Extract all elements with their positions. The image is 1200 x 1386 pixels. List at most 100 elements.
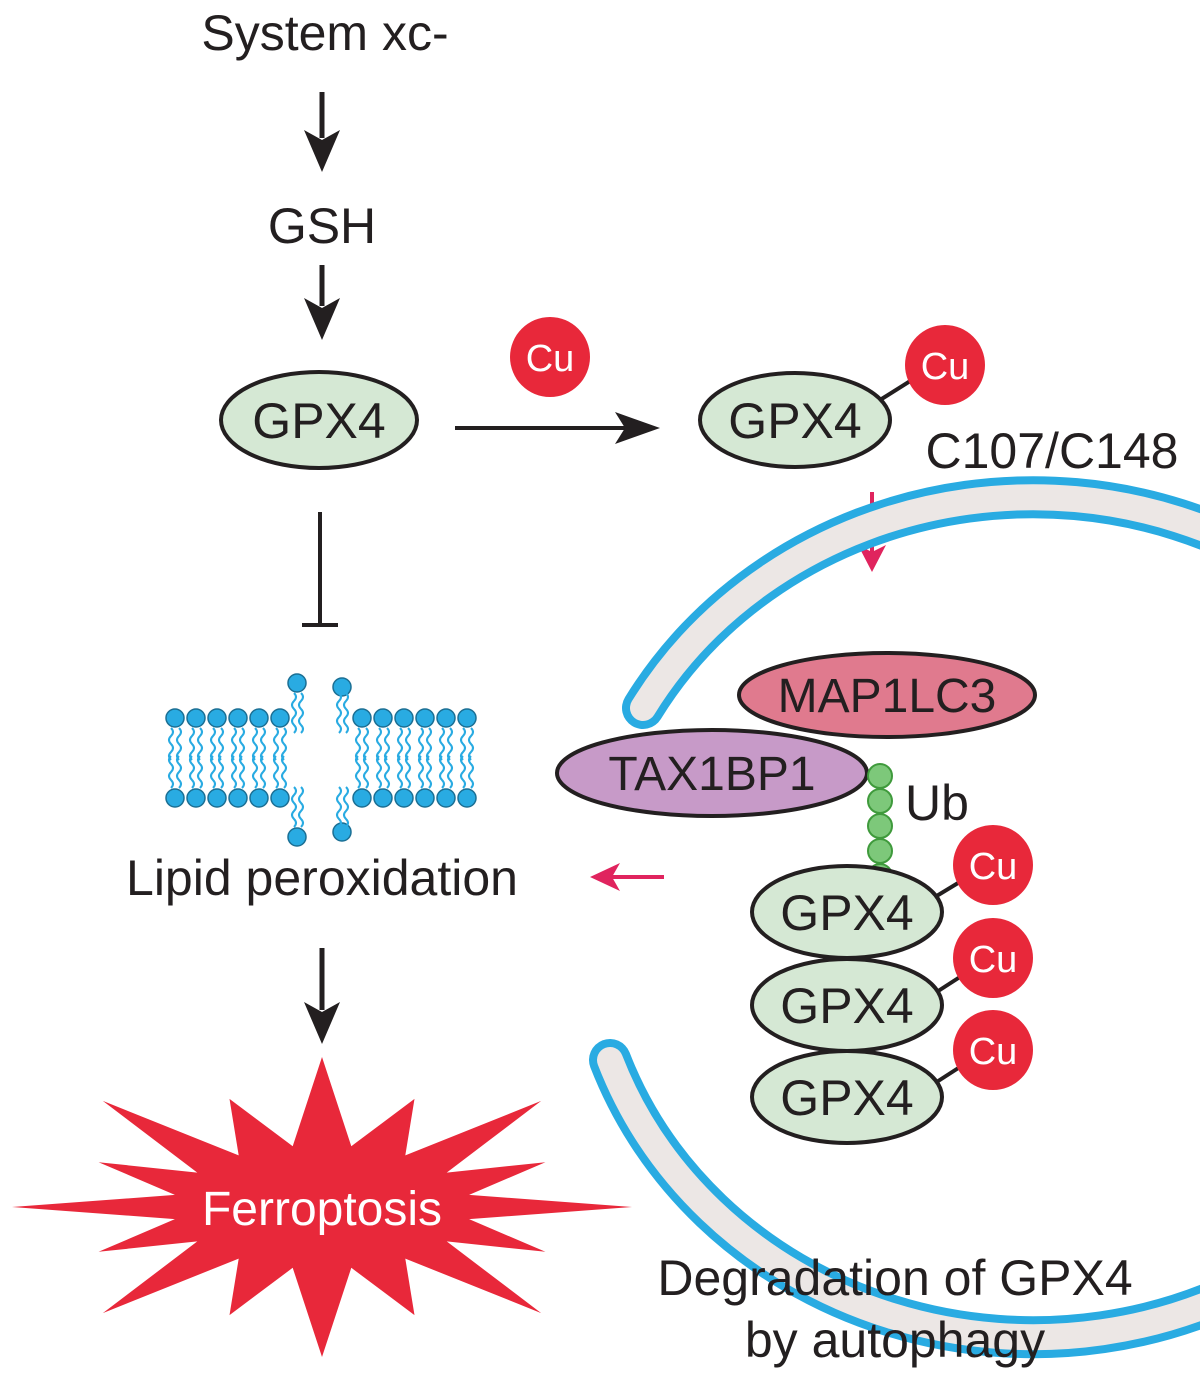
lipid-tail xyxy=(260,755,266,789)
ubiquitin-bead xyxy=(867,813,893,839)
lipid-tail xyxy=(176,755,182,789)
ub-label: Ub xyxy=(905,775,969,831)
lipid-tail xyxy=(168,755,174,789)
cu-free-ion: Cu xyxy=(510,317,590,397)
lipid-head xyxy=(287,827,307,847)
lipid-tail xyxy=(355,755,361,789)
gpx4-stack-item: GPX4 Cu xyxy=(750,1010,1033,1145)
lipid-head xyxy=(270,788,290,808)
lipid-tail xyxy=(210,755,216,789)
lipid-tail xyxy=(343,692,349,734)
lipid-tail xyxy=(336,692,342,734)
gpx4-stack-label: GPX4 xyxy=(780,1070,913,1126)
lipid-head xyxy=(165,788,185,808)
lipid-tail xyxy=(405,755,411,789)
lipid-head xyxy=(373,788,393,808)
lipid-tail xyxy=(291,786,297,828)
lipid-head xyxy=(394,708,414,728)
inhibition-line xyxy=(302,512,338,627)
lipid-tail xyxy=(273,727,279,761)
lipid-head xyxy=(373,708,393,728)
lipid-head xyxy=(228,788,248,808)
lipid-tail xyxy=(197,727,203,761)
ferroptosis-burst: Ferroptosis xyxy=(12,1057,632,1357)
lipid-tail xyxy=(176,727,182,761)
lipid-tail xyxy=(384,755,390,789)
lipid-head xyxy=(436,708,456,728)
ubiquitin-bead xyxy=(867,763,893,789)
lipid-head xyxy=(352,788,372,808)
gpx4-stack: GPX4 Cu GPX4 Cu GPX4 Cu xyxy=(750,825,1033,1145)
lipid-tail xyxy=(231,727,237,761)
lipid-tail xyxy=(231,755,237,789)
gpx4-stack-label: GPX4 xyxy=(780,978,913,1034)
lipid-tail xyxy=(260,727,266,761)
lipid-tail xyxy=(397,727,403,761)
lipid-tail xyxy=(418,727,424,761)
arrow-gsh-to-gpx4 xyxy=(304,265,340,340)
lipid-tail xyxy=(239,755,245,789)
lipid-tail xyxy=(197,755,203,789)
lipid-tail xyxy=(273,755,279,789)
cu-stack-label: Cu xyxy=(969,939,1018,981)
system-xc-label: System xc- xyxy=(201,5,448,61)
gpx4-stack-item: GPX4 Cu xyxy=(750,918,1033,1053)
lipid-bilayer-icon xyxy=(165,673,477,847)
gpx4-label: GPX4 xyxy=(252,393,385,449)
lipid-tail xyxy=(376,727,382,761)
lipid-tail xyxy=(376,755,382,789)
lipid-peroxidation-label: Lipid peroxidation xyxy=(126,850,518,906)
lipid-tail xyxy=(336,786,342,828)
cu-label: Cu xyxy=(526,338,575,380)
lipid-tail xyxy=(239,727,245,761)
lipid-tail xyxy=(447,755,453,789)
lipid-head xyxy=(332,822,352,842)
lipid-head xyxy=(207,708,227,728)
lipid-tail xyxy=(218,755,224,789)
gsh-label: GSH xyxy=(268,198,376,254)
lipid-tail xyxy=(281,755,287,789)
lipid-tail xyxy=(189,755,195,789)
lipid-head xyxy=(186,708,206,728)
lipid-tail xyxy=(355,727,361,761)
lipid-head xyxy=(415,788,435,808)
lipid-tail xyxy=(291,692,297,734)
lipid-head xyxy=(457,788,477,808)
lipid-tail xyxy=(189,727,195,761)
lipid-tail xyxy=(426,727,432,761)
lipid-head xyxy=(436,788,456,808)
lipid-tail xyxy=(460,727,466,761)
lipid-tail xyxy=(281,727,287,761)
lipid-tail xyxy=(218,727,224,761)
lipid-head xyxy=(228,708,248,728)
gpx4-node: GPX4 xyxy=(219,370,419,470)
lipid-tail xyxy=(460,755,466,789)
cu-stack-label: Cu xyxy=(969,1031,1018,1073)
lipid-head xyxy=(249,788,269,808)
red-arrow-left xyxy=(590,863,664,891)
cu-bound-label: Cu xyxy=(921,346,970,388)
lipid-tail xyxy=(405,727,411,761)
cysteine-sites-label: C107/C148 xyxy=(926,423,1179,479)
lipid-tail xyxy=(397,755,403,789)
lipid-head xyxy=(415,708,435,728)
phagophore-membrane xyxy=(589,476,1200,1359)
lipid-tail xyxy=(447,727,453,761)
lipid-head xyxy=(352,708,372,728)
lipid-head xyxy=(270,708,290,728)
lipid-tail xyxy=(298,692,304,734)
gpx4-bound-label: GPX4 xyxy=(728,393,861,449)
lipid-tail xyxy=(210,727,216,761)
lipid-tail xyxy=(384,727,390,761)
lipid-head xyxy=(287,673,307,693)
lipid-tail xyxy=(439,755,445,789)
ferroptosis-label: Ferroptosis xyxy=(202,1183,442,1236)
lipid-head xyxy=(165,708,185,728)
gpx4-stack-item: GPX4 Cu xyxy=(750,825,1033,960)
lipid-tail xyxy=(252,727,258,761)
arrow-gpx4-to-cu-bound xyxy=(455,412,660,444)
lipid-tail xyxy=(418,755,424,789)
lipid-tail xyxy=(363,755,369,789)
